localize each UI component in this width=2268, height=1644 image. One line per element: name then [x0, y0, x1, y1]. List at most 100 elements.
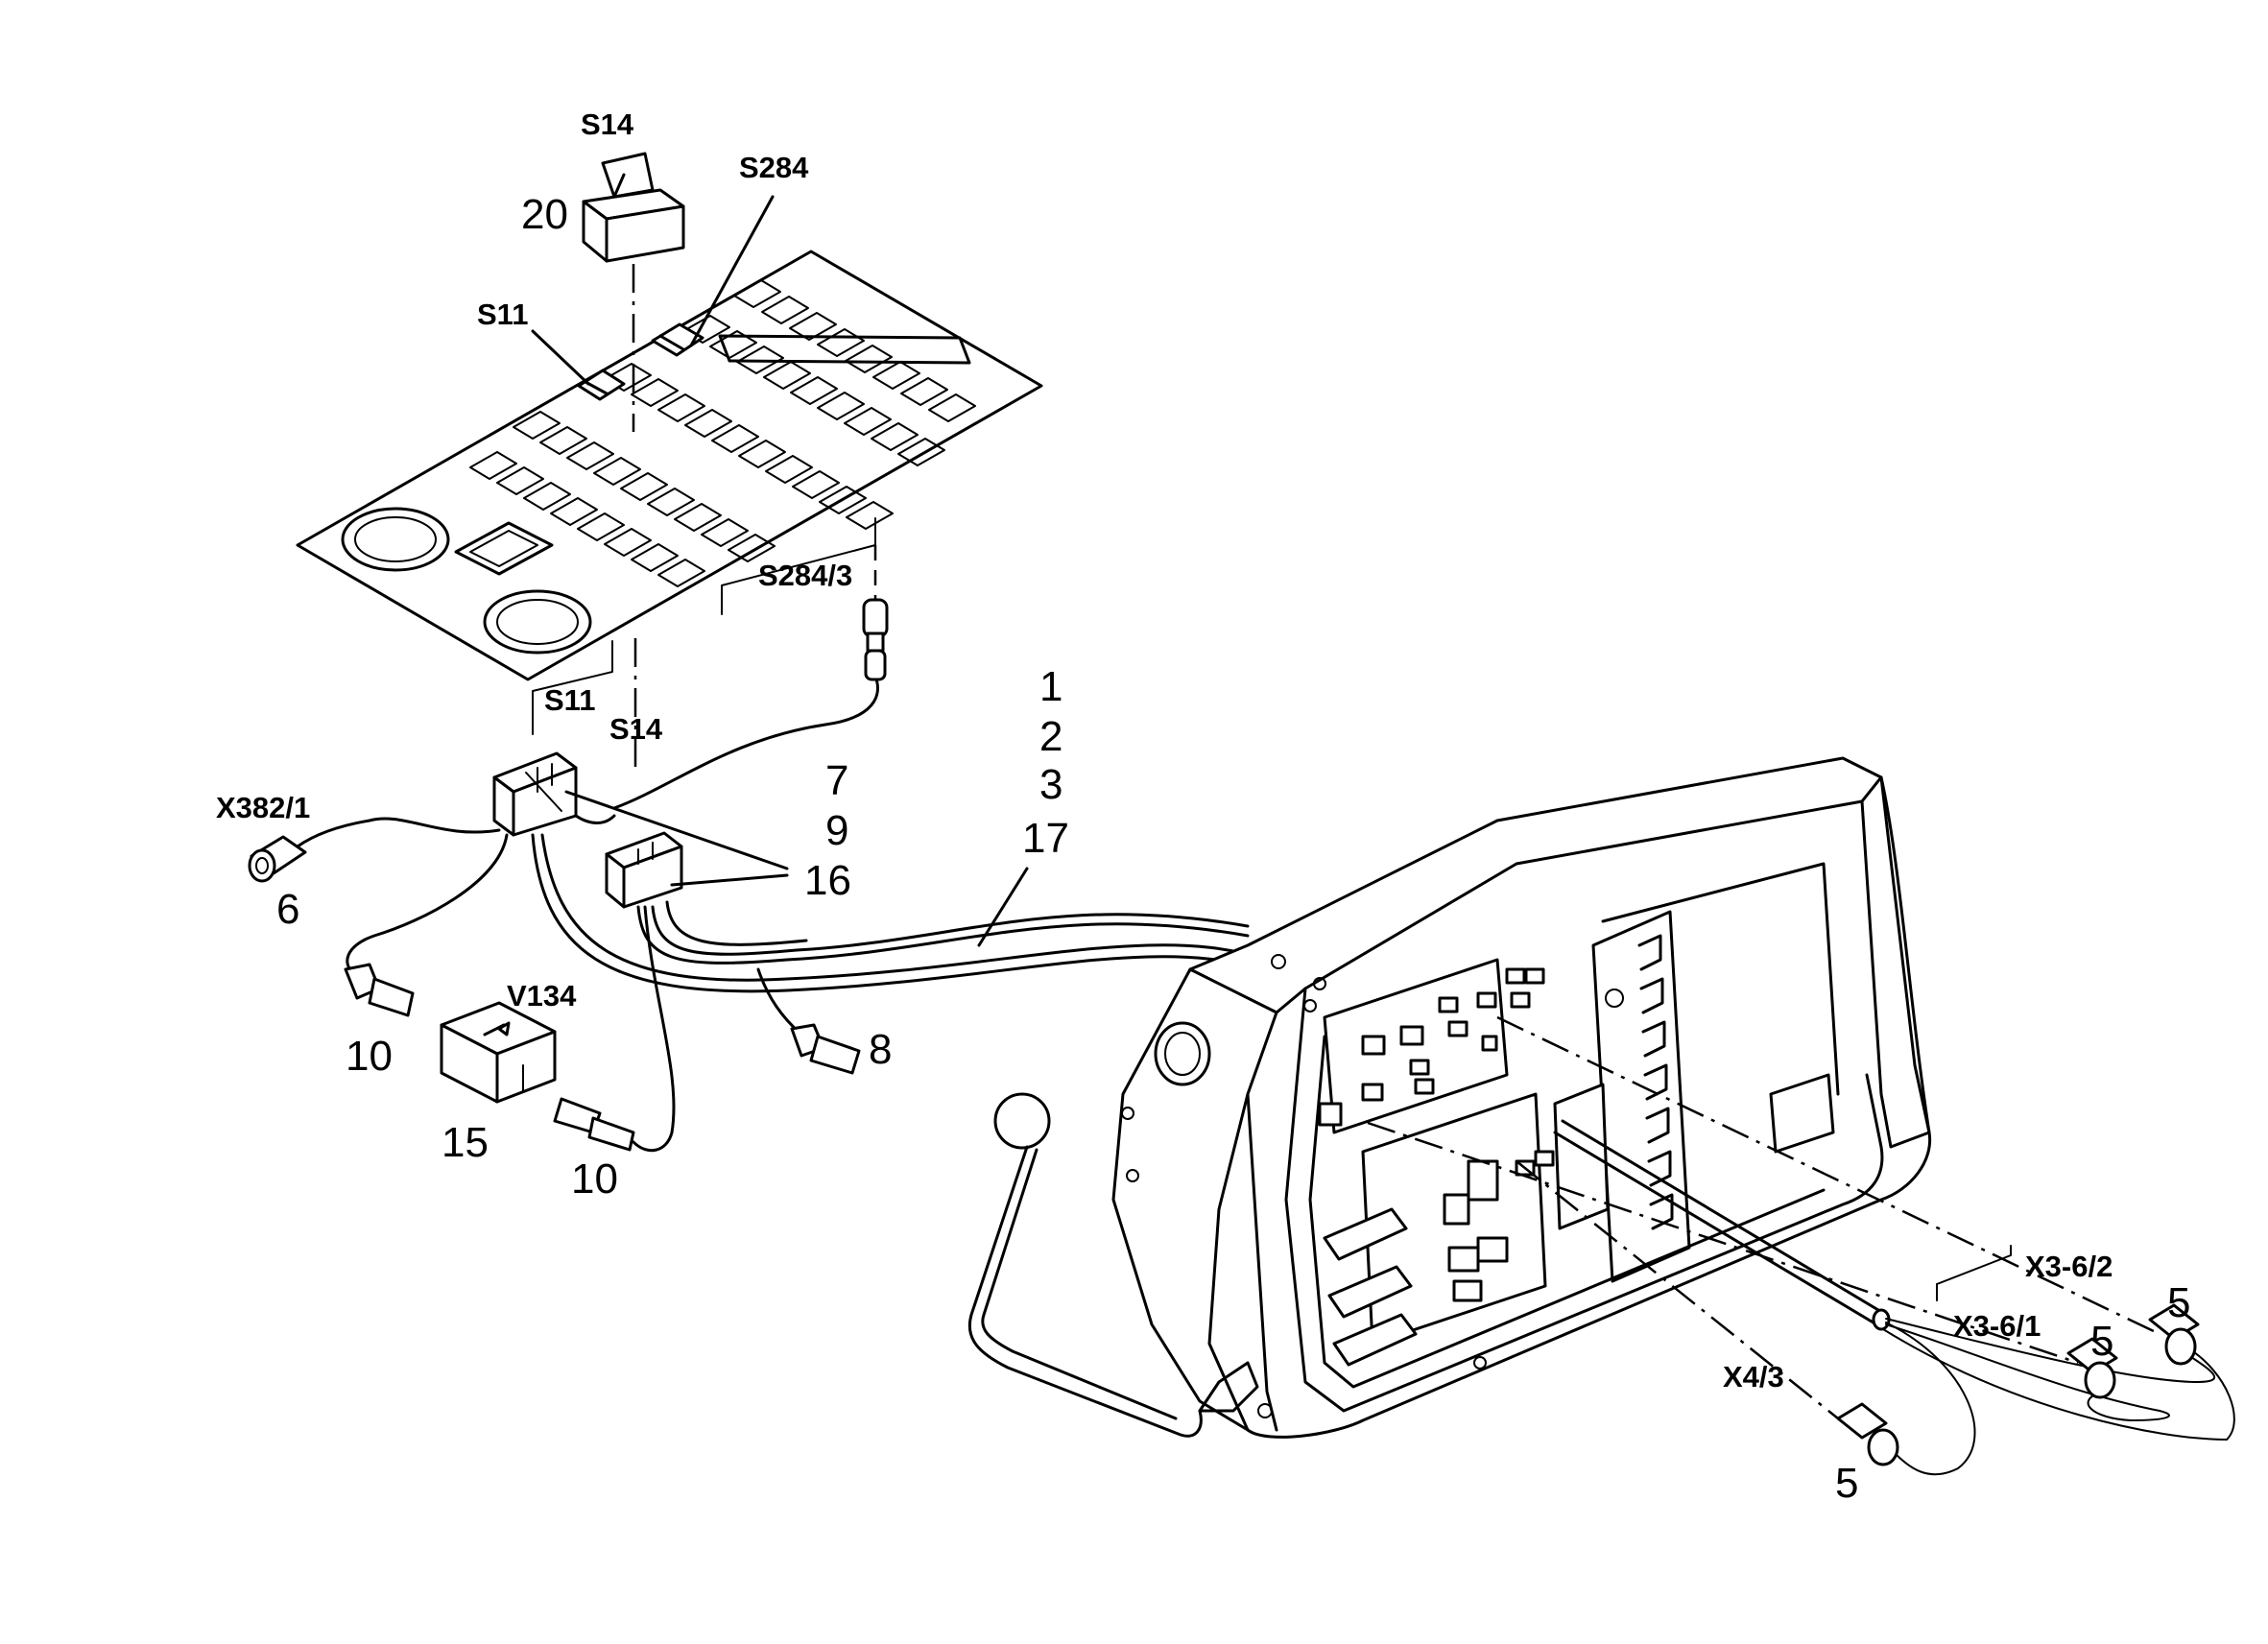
label-v134: V134 — [507, 979, 577, 1013]
cable-to-x3-x4 — [1553, 1119, 2235, 1476]
connector-x4-3 — [1836, 1402, 1899, 1466]
switch-slot — [765, 455, 813, 484]
slot-row-4 — [513, 411, 776, 562]
switch-slot — [900, 377, 948, 406]
terminal-10-bottom — [553, 1097, 635, 1152]
switch-slot — [844, 407, 892, 436]
switch-slot — [593, 457, 641, 486]
terminal-8 — [790, 1023, 861, 1075]
item-17: 17 — [1022, 815, 1069, 862]
designation-labels: S14 S284 S11 S284/3 S11 S14 X382/1 V134 … — [216, 107, 2113, 1394]
circuit-board-upper — [1323, 958, 1545, 1134]
centerline-x3-6-2 — [1496, 1015, 2161, 1336]
terminal-s284-3 — [862, 598, 889, 681]
panel-lamp-right — [483, 589, 592, 655]
switch-slot — [620, 472, 668, 501]
slot-row-2 — [682, 315, 945, 466]
label-x382-1: X382/1 — [216, 791, 310, 824]
leader-s284 — [689, 195, 775, 347]
switch-slot — [709, 330, 757, 359]
leader-16-a — [564, 790, 789, 870]
switch-slot — [846, 501, 894, 530]
switch-slot — [604, 528, 652, 557]
label-s11-mid: S11 — [544, 683, 595, 717]
switch-slot — [897, 438, 945, 466]
switch-slot — [728, 534, 776, 562]
switch-slot — [792, 470, 840, 499]
leader-16-b — [670, 873, 789, 887]
panel-lamp-left — [341, 507, 450, 572]
switch-slot — [928, 393, 976, 422]
item-5-x3-6-2: 5 — [2167, 1279, 2190, 1326]
switch-slot — [566, 441, 614, 470]
item-10-left: 10 — [346, 1033, 393, 1080]
switch-slot — [763, 361, 811, 390]
switch-slot — [872, 361, 920, 390]
leader-17 — [977, 867, 1029, 947]
item-20: 20 — [521, 191, 568, 238]
switch-slot — [871, 422, 919, 451]
label-x4-3: X4/3 — [1723, 1360, 1784, 1394]
item-5-x3-6-1: 5 — [2090, 1318, 2113, 1365]
lever-handle — [967, 1092, 1259, 1438]
item-15: 15 — [442, 1119, 489, 1166]
control-panel-plate — [296, 250, 1043, 681]
switch-slot — [819, 486, 867, 514]
switch-slot — [657, 393, 705, 422]
label-s284: S284 — [739, 151, 809, 184]
switch-slot — [684, 409, 732, 438]
item-2: 2 — [1039, 713, 1062, 760]
switch-slot — [523, 482, 571, 511]
bracket-s284-3 — [721, 517, 876, 615]
leader-s11 — [531, 329, 590, 386]
switch-slot — [701, 518, 749, 547]
label-x3-6-2: X3-6/2 — [2025, 1250, 2113, 1283]
bracket-x3-6-2 — [1936, 1245, 2012, 1285]
switch-slot — [657, 559, 705, 587]
switch-slot — [539, 426, 587, 455]
switch-row-upper — [718, 334, 971, 365]
item-1: 1 — [1039, 663, 1062, 710]
switch-slot — [631, 378, 679, 407]
item-number-labels: 20 1 2 3 17 7 9 16 6 10 8 15 10 5 5 5 — [276, 191, 2190, 1507]
switch-slot — [496, 466, 544, 495]
slot-row-5 — [469, 451, 705, 587]
connector-x3-6-2 — [2148, 1303, 2200, 1366]
switch-slot — [469, 451, 517, 480]
item-8: 8 — [869, 1026, 892, 1073]
item-7: 7 — [825, 757, 848, 804]
terminal-x382-1 — [248, 835, 307, 883]
switch-slot — [817, 392, 865, 420]
connector-x3-6-1 — [2066, 1337, 2118, 1399]
switch-s284-on-panel — [651, 322, 704, 357]
switch-slot — [817, 328, 865, 357]
wire-harness — [296, 675, 1269, 1153]
item-9: 9 — [825, 807, 848, 854]
switch-slot — [790, 376, 838, 405]
switch-slot — [577, 512, 625, 541]
connector-s11-block — [492, 751, 578, 837]
panel-display — [454, 521, 554, 576]
item-5-x4-3: 5 — [1835, 1460, 1858, 1507]
switch-slot — [761, 296, 809, 324]
label-s284-3: S284/3 — [758, 559, 852, 592]
switch-slot — [513, 411, 561, 440]
centerline-x3-6-1 — [1367, 1121, 2079, 1365]
item-3: 3 — [1039, 761, 1062, 808]
item-10-bottom: 10 — [571, 1156, 618, 1203]
label-s14-mid: S14 — [609, 712, 663, 746]
label-s14-top: S14 — [581, 107, 634, 141]
connector-s14-block — [605, 831, 683, 909]
label-s11-top: S11 — [477, 298, 528, 331]
control-box-housing — [1111, 756, 1932, 1439]
item-6: 6 — [276, 886, 299, 933]
bracket-s11 — [532, 640, 613, 735]
switch-slot — [845, 345, 893, 373]
circuit-board-lower — [1318, 1092, 1555, 1367]
label-x3-6-1: X3-6/1 — [1953, 1309, 2041, 1343]
switch-slot — [647, 488, 695, 516]
switch-slot — [711, 424, 759, 453]
switch-slot — [738, 440, 786, 468]
relay-v134 — [440, 1001, 557, 1104]
